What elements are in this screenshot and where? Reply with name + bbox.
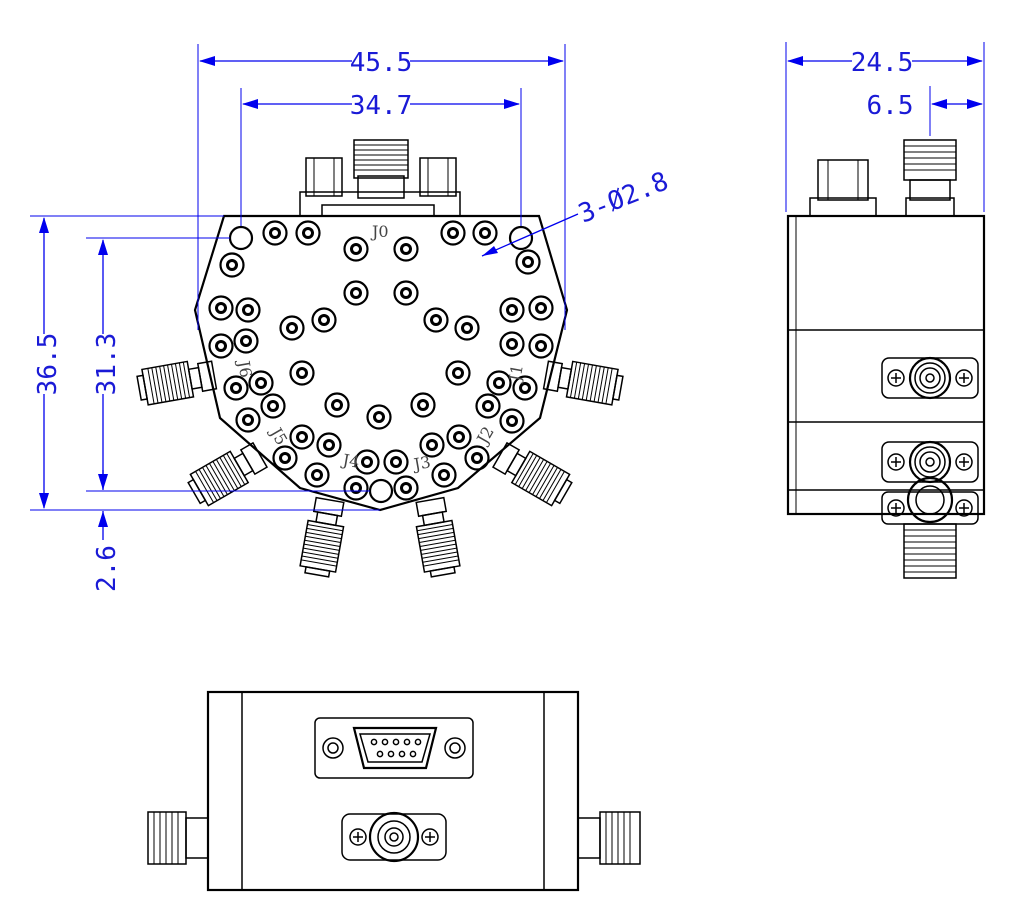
- port-label-j4: J4: [339, 450, 361, 472]
- port-label-j1: J1: [505, 363, 527, 385]
- connector-j6: [135, 356, 218, 407]
- switch-body-outline: [193, 214, 569, 512]
- port-label-j5: J5: [266, 423, 292, 449]
- top-connector: [299, 139, 461, 217]
- dim-overall-height: 36.5: [33, 333, 63, 396]
- dim-bottom-offset: 2.6: [92, 545, 122, 592]
- side-dimensions: 24.5 6.5: [785, 42, 985, 212]
- front-dimensions: 45.5 34.7 3-Ø2.8 36.5 31.3 2.6: [30, 44, 673, 592]
- side-connector-face-2: [882, 442, 978, 482]
- side-connector-bottom: [881, 476, 979, 579]
- port-label-j3: J3: [410, 452, 432, 474]
- port-label-j2: J2: [472, 423, 498, 449]
- mounting-hole-right: [508, 225, 534, 251]
- dim-overall-width: 45.5: [350, 48, 413, 78]
- dim-side-depth: 24.5: [851, 48, 914, 78]
- port-label-j0: J0: [370, 222, 389, 241]
- connector-j3: [411, 496, 462, 579]
- bottom-view: [147, 690, 641, 892]
- front-view: J0 J1 J2 J3 J4 J5 J6: [135, 139, 625, 579]
- mounting-hole-bottom: [368, 478, 394, 504]
- connector-j1: [542, 356, 625, 407]
- bottom-connector-face: [341, 811, 447, 863]
- side-connector-face-1: [882, 358, 978, 398]
- side-view: [786, 139, 986, 579]
- port-label-j6: J6: [234, 357, 256, 379]
- dim-side-connector-offset: 6.5: [867, 91, 914, 121]
- connector-j4: [298, 496, 349, 579]
- dim-hole-spacing: 34.7: [350, 91, 413, 121]
- dim-hole-height: 31.3: [92, 333, 122, 396]
- dsub-connector: [314, 717, 474, 779]
- dim-holes-callout: 3-Ø2.8: [574, 166, 672, 229]
- mounting-hole-left: [228, 225, 254, 251]
